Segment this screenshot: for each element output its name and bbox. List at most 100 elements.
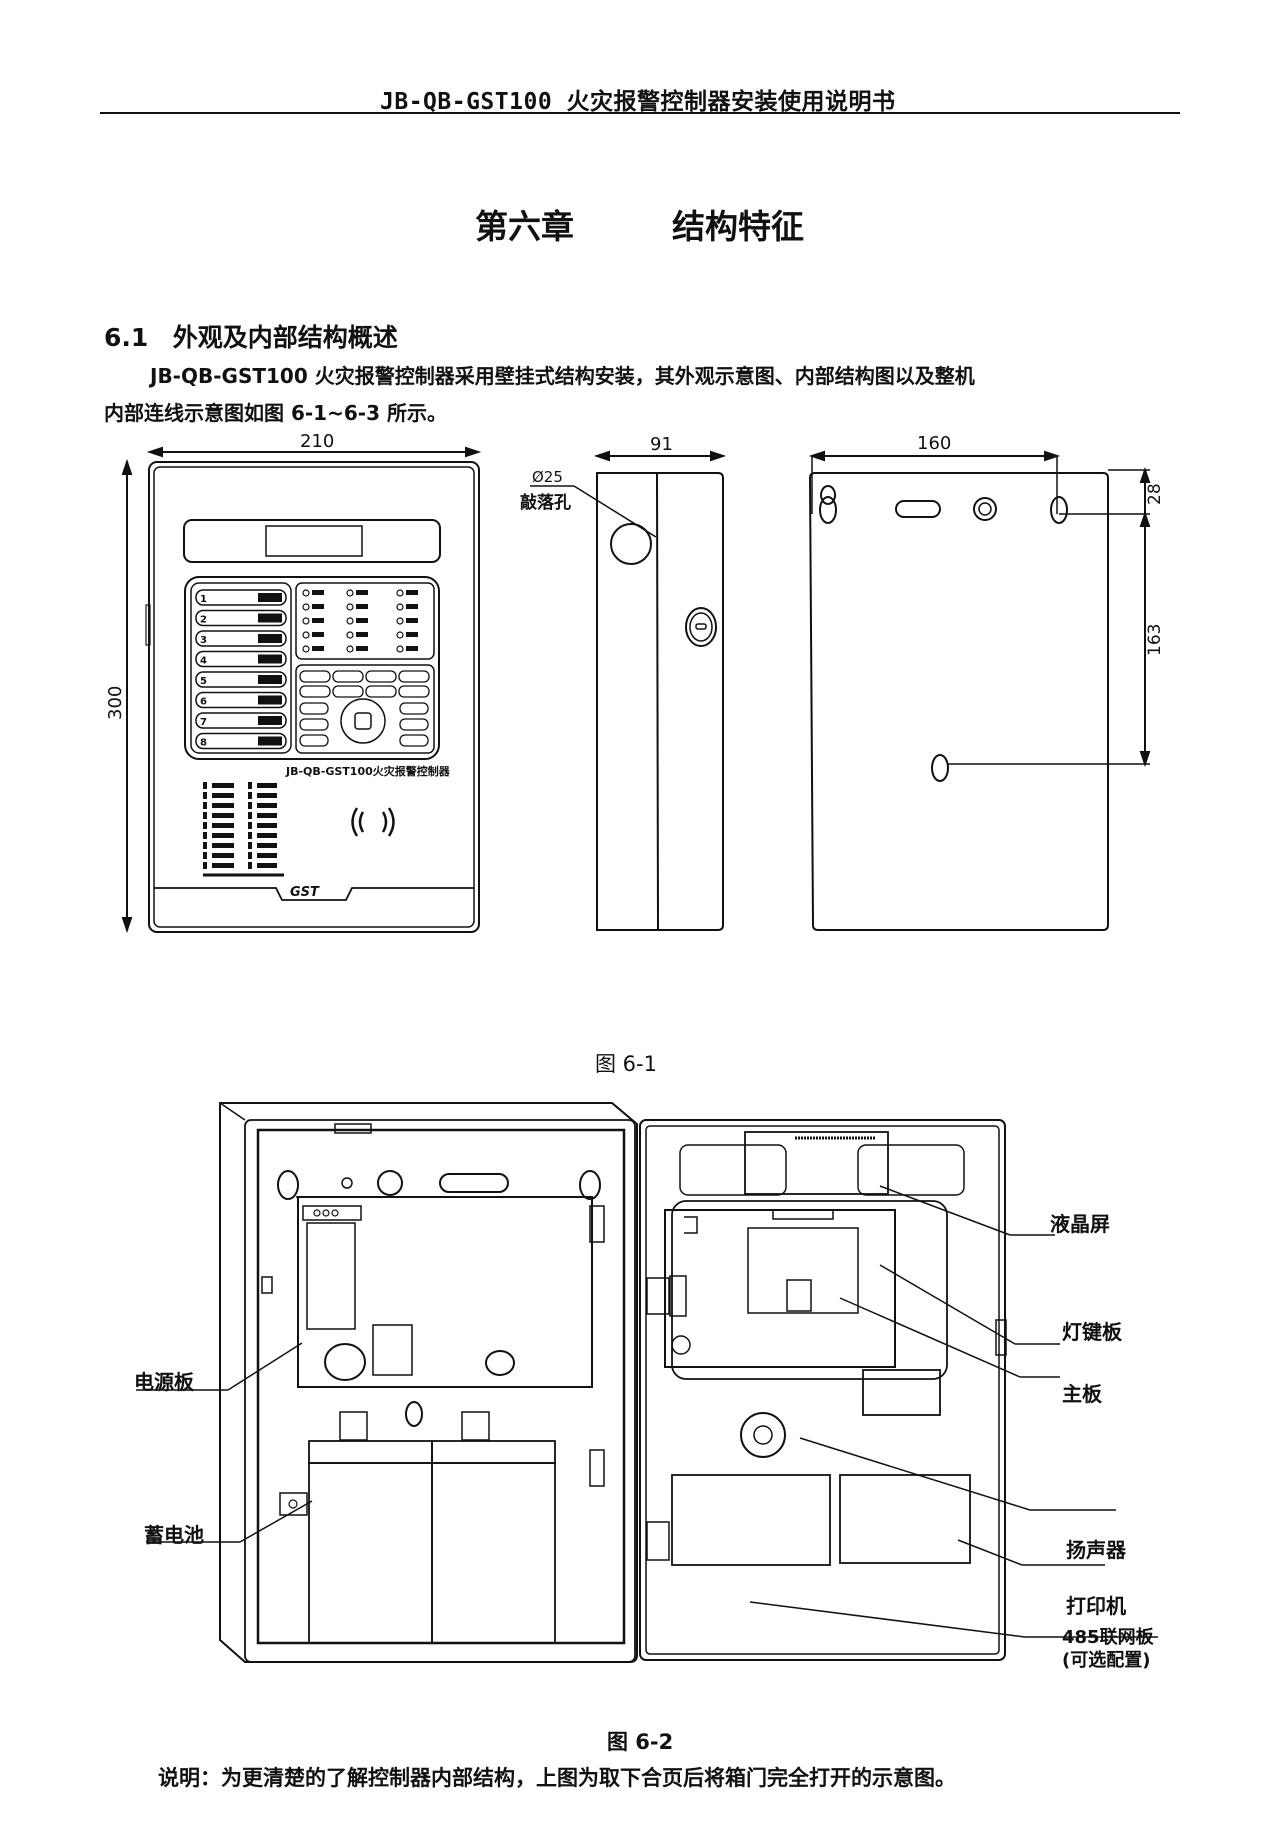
- buzzer: [671, 1335, 691, 1355]
- keyhole-icon: [1050, 496, 1068, 524]
- connector: [684, 1216, 698, 1234]
- label-main-board: 主板: [1062, 1382, 1102, 1406]
- lock-inner: [689, 612, 713, 642]
- legend-swatch: [248, 812, 252, 819]
- led-label-block: [312, 604, 324, 609]
- legend-swatch: [203, 812, 207, 819]
- arrow-icon: [121, 458, 133, 475]
- top-offset-dimension: 28: [1145, 483, 1165, 505]
- legend-text-block: [257, 803, 277, 808]
- legend-text-block: [257, 853, 277, 858]
- screw-icon: [288, 1499, 298, 1509]
- model-label: JB-QB-GST100火灾报警控制器: [285, 764, 451, 778]
- chapter-number: 第六章: [475, 207, 574, 246]
- leader-line: [879, 1264, 1016, 1345]
- section-heading: 6.1 外观及内部结构概述: [104, 318, 398, 354]
- key-slot: [695, 623, 707, 630]
- legend-swatch: [203, 822, 207, 829]
- lock: [995, 1319, 1007, 1356]
- legend-swatch: [248, 832, 252, 839]
- leader-line: [573, 485, 657, 538]
- legend-text-block: [257, 783, 277, 788]
- key-button: [365, 685, 397, 698]
- legend-text-block: [257, 823, 277, 828]
- legend-swatch: [203, 832, 207, 839]
- key-button: [398, 670, 430, 683]
- legend-swatch: [248, 862, 252, 869]
- loop-label-block: [258, 675, 282, 684]
- arrow-icon: [1139, 751, 1151, 768]
- lock: [685, 607, 717, 647]
- led-label-block: [406, 632, 418, 637]
- chapter-title: 结构特征: [672, 207, 804, 246]
- arrow-icon: [808, 450, 825, 462]
- arrow-icon: [121, 917, 133, 934]
- capacitor: [324, 1343, 366, 1381]
- loop-number: 8: [200, 738, 207, 749]
- led-icon: [396, 603, 404, 611]
- legend-text-block: [212, 853, 234, 858]
- led-icon: [396, 589, 404, 597]
- connector-pin: [331, 1209, 339, 1217]
- key-button: [332, 685, 364, 698]
- lcd-bracket-left: [679, 1144, 787, 1196]
- connector: [302, 1205, 362, 1221]
- lcd-window: [183, 519, 441, 563]
- legend-text-block: [212, 863, 234, 868]
- chip: [786, 1279, 812, 1312]
- legend-text-block: [212, 813, 234, 818]
- network-board: [671, 1474, 831, 1566]
- cabinet-front-inner: [153, 466, 475, 928]
- arrow-icon: [1139, 466, 1151, 483]
- keyhole-icon: [579, 1170, 601, 1200]
- battery-bracket: [461, 1411, 490, 1441]
- keypad-keys: [299, 670, 430, 747]
- loop-number: 4: [200, 656, 207, 667]
- battery: [308, 1462, 433, 1644]
- legend-swatch: [248, 822, 252, 829]
- loop-panel: [190, 582, 292, 754]
- loop-number: 5: [200, 676, 207, 687]
- led-icon: [346, 589, 354, 597]
- battery-top: [431, 1440, 556, 1464]
- knockout-hole: [610, 523, 652, 565]
- sound-icon: [351, 807, 395, 837]
- speaker-cone: [753, 1425, 773, 1445]
- loop-label-block: [258, 593, 282, 602]
- legend-swatch: [203, 852, 207, 859]
- led-label-block: [406, 618, 418, 623]
- legend-swatch: [203, 862, 207, 869]
- led-label-block: [406, 604, 418, 609]
- legend-text-block: [257, 833, 277, 838]
- led-icon: [346, 603, 354, 611]
- label-network-board: 485联网板: [1062, 1627, 1154, 1648]
- header-rule: [100, 112, 1180, 114]
- key-button: [365, 670, 397, 683]
- section-number: 6.1: [104, 323, 149, 352]
- main-board: [664, 1209, 896, 1368]
- transformer: [862, 1369, 941, 1416]
- key-button: [299, 670, 331, 683]
- confirm-key: [354, 712, 372, 730]
- cable-hole: [973, 497, 997, 521]
- lcd-bracket-right: [857, 1144, 965, 1196]
- loop-indicator: [195, 650, 287, 668]
- key-button: [299, 685, 331, 698]
- arrow-icon: [465, 446, 482, 458]
- legend-swatch: [248, 802, 252, 809]
- legend-text-block: [212, 823, 234, 828]
- key-button: [299, 734, 329, 747]
- power-board: [297, 1196, 593, 1388]
- leader-line: [879, 1185, 1011, 1236]
- led-icon: [346, 631, 354, 639]
- loop-number: 2: [200, 615, 207, 626]
- speaker: [740, 1412, 786, 1458]
- width-dimension: 210: [300, 431, 334, 452]
- legend-text-block: [212, 843, 234, 848]
- led-icon: [396, 631, 404, 639]
- control-panel-outline: [184, 576, 440, 760]
- hinge: [145, 604, 151, 646]
- transformer: [372, 1324, 413, 1376]
- arrow-icon: [710, 450, 727, 462]
- led-label-block: [356, 590, 368, 595]
